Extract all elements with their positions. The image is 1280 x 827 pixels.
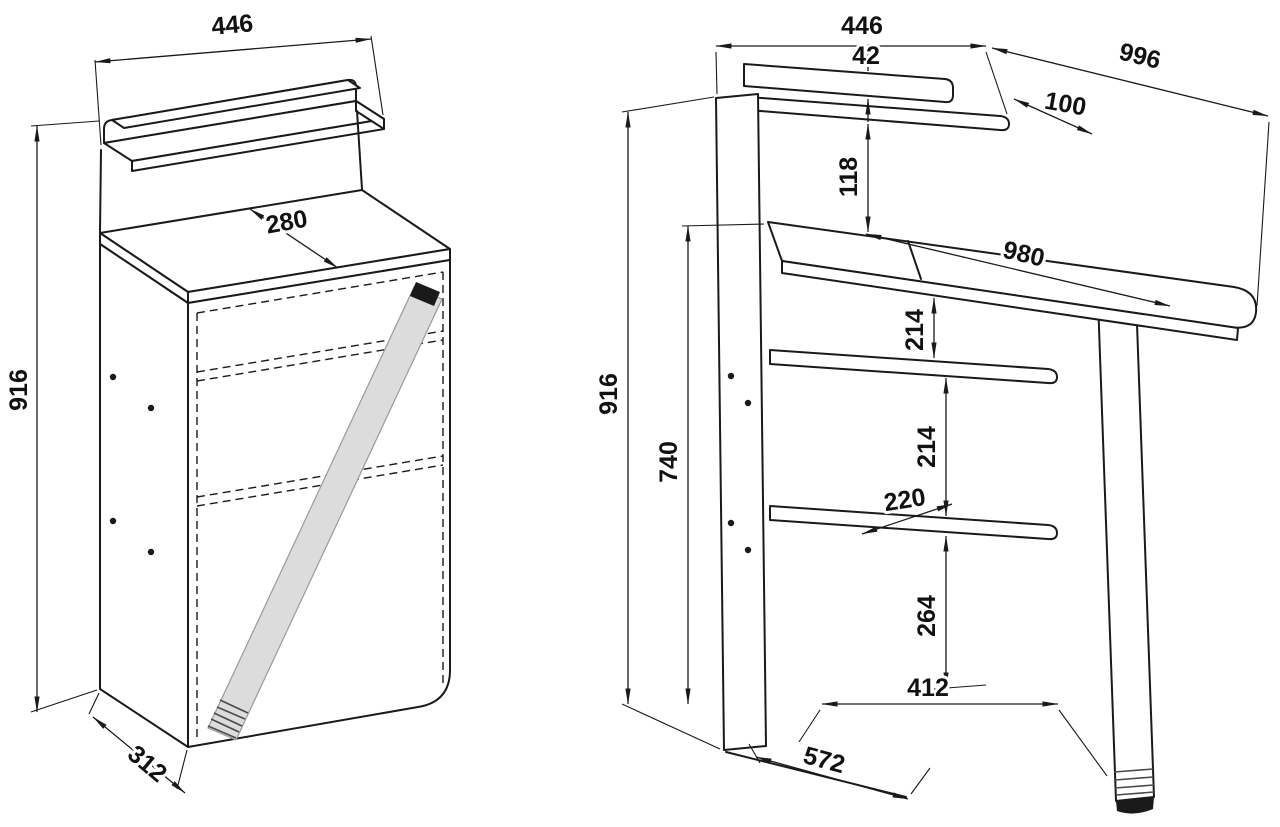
dim-open-shelf-to-top-value: 118	[835, 157, 863, 197]
view-open: 446 996 42 100 118 980 916	[592, 9, 1270, 814]
dim-open-under-top: 740	[652, 223, 765, 705]
dim-open-rail-height-value: 42	[852, 42, 880, 70]
dim-open-tabletop-reach-value: 996	[1116, 38, 1163, 75]
dowel-hole	[727, 519, 735, 527]
dim-open-height-value: 916	[595, 373, 623, 415]
dim-closed-height: 916	[2, 120, 100, 713]
dim-open-rail-height: 42	[849, 39, 883, 122]
dim-open-shelf-to-top: 118	[832, 123, 871, 233]
dim-open-height: 916	[592, 96, 721, 750]
table-leg-foot-hatch	[1113, 768, 1155, 796]
closed-backboard-right-edge	[356, 110, 363, 190]
dim-open-top-to-shelf1-value: 214	[901, 309, 929, 351]
closed-side-panel	[99, 243, 189, 748]
dowel-hole	[147, 548, 155, 556]
dim-open-shelf-depth-inner-value: 220	[882, 483, 928, 517]
stored-leg-foot-hatch	[207, 699, 249, 739]
dowel-hole	[744, 399, 752, 407]
open-wall-shelf	[747, 96, 1010, 132]
dowel-hole	[109, 373, 117, 381]
open-top-rail	[743, 63, 954, 104]
dowel-hole	[109, 517, 117, 525]
dim-open-shelf-depth: 100	[1013, 84, 1093, 135]
stored-leg	[207, 282, 443, 741]
dim-open-base-depth: 572	[748, 738, 931, 800]
dim-open-shelf-depth-value: 100	[1042, 87, 1088, 122]
dowel-hole	[744, 546, 752, 554]
dowel-hole	[727, 372, 735, 380]
dim-closed-width: 446	[94, 6, 384, 146]
open-side-panel	[715, 93, 767, 751]
dim-open-width-value: 446	[841, 12, 883, 40]
dim-open-shelf2-to-base-value: 264	[913, 595, 941, 637]
table-leg	[1097, 295, 1155, 814]
dim-open-shelf1-to-shelf2: 214	[910, 377, 949, 517]
dim-closed-height-value: 916	[5, 369, 33, 411]
dim-open-under-top-value: 740	[655, 441, 683, 483]
dim-open-base-width-value: 412	[907, 674, 949, 702]
closed-backboard-left-edge	[99, 149, 102, 233]
dim-open-shelf2-to-base: 264	[910, 535, 987, 690]
closed-top-rail-edge	[111, 79, 361, 129]
dowel-hole	[147, 404, 155, 412]
dim-open-base-depth-value: 572	[800, 741, 848, 779]
dim-closed-width-value: 446	[210, 9, 254, 41]
view-closed: 446 916 280 312	[2, 6, 451, 794]
dim-open-base-width: 412	[798, 671, 1108, 777]
stored-leg-mount	[410, 282, 440, 306]
dim-open-shelf1-to-shelf2-value: 214	[913, 426, 941, 468]
closed-shelf-end	[355, 100, 385, 130]
dim-open-top-to-shelf1: 214	[898, 297, 937, 359]
table-leg-foot-cap	[1116, 797, 1154, 814]
open-shelf1	[769, 349, 1058, 385]
dim-open-shelf-depth-inner: 220	[861, 480, 953, 535]
closed-hidden-lines	[196, 271, 444, 738]
dim-open-width: 446	[715, 9, 1008, 115]
